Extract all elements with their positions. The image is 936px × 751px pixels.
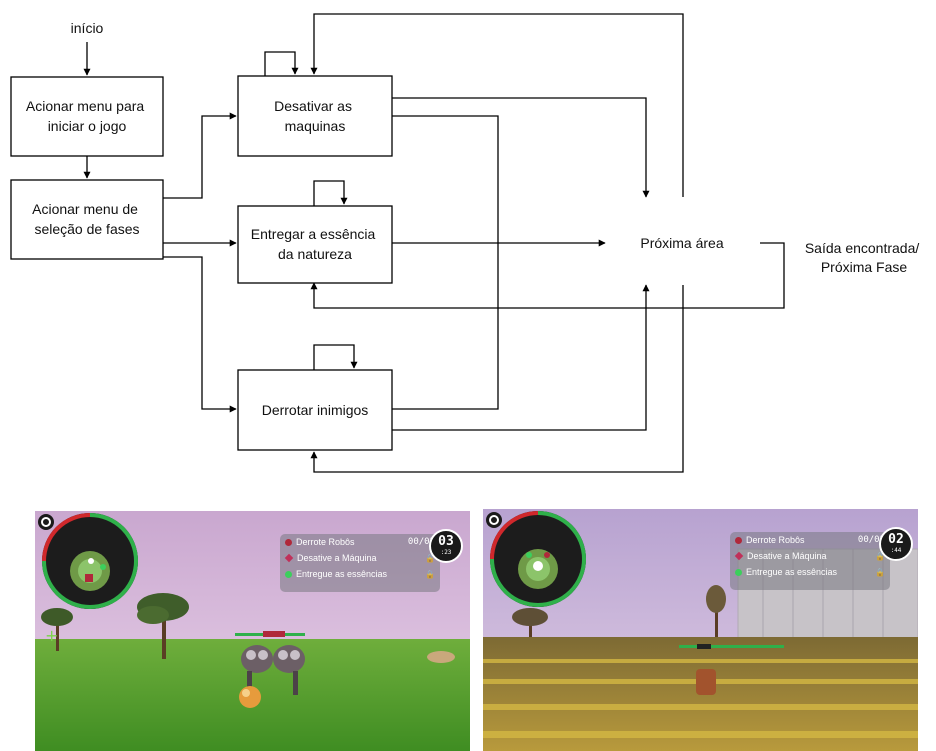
line-machines-to-enemies <box>392 115 499 410</box>
objectives-panel: Derrote Robôs 00/02 Desative a Máquina 🔒… <box>280 534 440 592</box>
objective-essences: Entregue as essências 🔒 <box>280 566 440 582</box>
start-label: início <box>71 20 104 36</box>
loop-essence <box>313 180 348 206</box>
tree-icon <box>706 585 726 644</box>
lock-icon: 🔒 <box>425 553 435 563</box>
objective-machine: Desative a Máquina 🔒 <box>280 550 440 566</box>
loop-enemies <box>313 344 358 370</box>
node-disable-machines-text: Desativar as maquinas <box>274 98 356 134</box>
objective-robots: Derrote Robôs 00/02 <box>280 534 440 550</box>
node-disable-machines <box>237 75 393 157</box>
node-deliver-essence-text: Entregar a essência da natureza <box>251 226 379 262</box>
tree-icon <box>41 608 73 651</box>
lock-icon: 🔒 <box>875 551 885 561</box>
game-screenshot-enemies: + Derrote Robôs 00/02 Desative a Máquina… <box>35 511 470 751</box>
objective-machine: Desative a Máquina 🔒 <box>730 548 890 564</box>
arrow-next-to-enemies <box>310 285 684 473</box>
node-menu-select-text: Acionar menu de seleção de fases <box>32 201 142 237</box>
node-menu-select <box>10 179 164 260</box>
objective-robots: Derrote Robôs 00/02 <box>730 532 890 548</box>
loop-machines <box>264 51 299 76</box>
game-screenshot-machine: Derrote Robôs 00/02 Desative a Máquina 🔒… <box>483 509 918 751</box>
node-deliver-essence <box>237 205 393 284</box>
arrow-next-to-machines <box>310 13 684 197</box>
tree-icon <box>512 608 548 649</box>
arrow-select-to-machines <box>163 112 237 199</box>
machine-objective-icon <box>734 551 744 561</box>
stopwatch-timer: 02 :44 <box>879 527 913 561</box>
arrow-machines-to-next <box>392 97 650 198</box>
arrow-enemies-to-next <box>392 284 650 431</box>
tree-icon <box>137 593 189 659</box>
robot-enemy-icon <box>235 631 305 708</box>
node-menu-start-text: Acionar menu para iniciar o jogo <box>26 98 148 134</box>
minimap <box>490 511 586 607</box>
machine-objective-icon <box>284 553 294 563</box>
essence-objective-icon <box>285 570 292 578</box>
plus-icon: + <box>45 626 58 645</box>
settings-gear-icon[interactable] <box>38 514 54 530</box>
robot-objective-icon <box>735 536 742 544</box>
robot-objective-icon <box>285 538 292 546</box>
arrow-select-to-enemies <box>163 256 237 413</box>
machine-target-icon <box>679 644 784 695</box>
minimap <box>42 513 138 609</box>
node-defeat-enemies <box>237 369 393 451</box>
lock-icon: 🔒 <box>875 567 885 577</box>
arrow-next-to-essence <box>310 242 785 309</box>
objectives-panel: Derrote Robôs 00/02 Desative a Máquina 🔒… <box>730 532 890 590</box>
objective-essences: Entregue as essências 🔒 <box>730 564 890 580</box>
settings-gear-icon[interactable] <box>486 512 502 528</box>
node-next-area-text: Próxima área <box>640 235 723 251</box>
rock-icon <box>427 651 455 663</box>
stopwatch-timer: 03 :23 <box>429 529 463 563</box>
lock-icon: 🔒 <box>425 569 435 579</box>
flow-diagram: início Acionar menu para iniciar o jogo … <box>10 13 923 473</box>
node-exit-found-text: Saída encontrada/ Próxima Fase <box>805 240 923 275</box>
essence-objective-icon <box>735 568 742 576</box>
node-menu-start <box>10 76 164 157</box>
node-defeat-enemies-text: Derrotar inimigos <box>262 402 369 418</box>
